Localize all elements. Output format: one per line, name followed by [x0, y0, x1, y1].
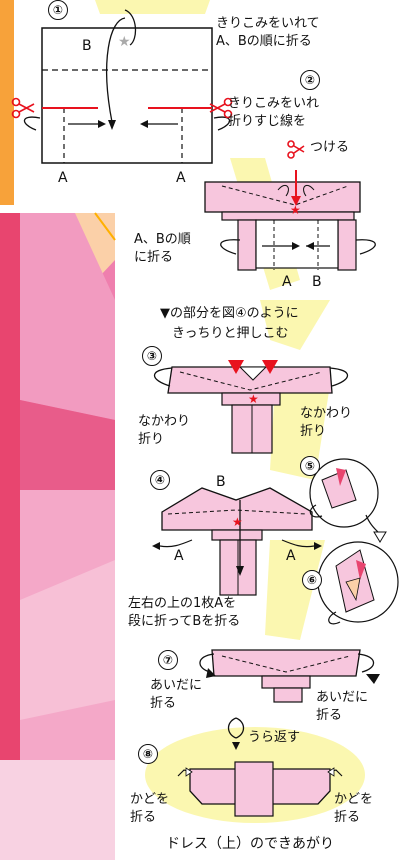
- zoom-circle-5: [309, 458, 387, 543]
- fold-letter-a-step4-left: A: [174, 548, 184, 564]
- aida-left-line2: 折る: [150, 696, 177, 711]
- step3-piece: ★: [153, 360, 349, 454]
- step-number-6: ⑥: [302, 570, 322, 590]
- ab-order-line1: A、Bの順: [134, 232, 191, 247]
- nakawari-left-line1: なかわり: [138, 414, 191, 429]
- svg-text:★: ★: [290, 203, 301, 217]
- step2-text-line1: きりこみをいれ: [228, 96, 320, 111]
- finished-caption: ドレス（上）のできあがり: [166, 836, 334, 852]
- zoom-circle-6: [317, 541, 399, 625]
- flip-arrow: [227, 717, 245, 750]
- step1-square: ★: [11, 9, 233, 164]
- step3-note-line2: きっちりと押しこむ: [172, 326, 289, 341]
- fold-letter-a-step2: A: [282, 274, 292, 290]
- nakawari-right-line2: 折り: [300, 424, 327, 439]
- kado-left-line2: 折る: [130, 810, 157, 825]
- svg-text:★: ★: [248, 392, 259, 406]
- step7-piece: [199, 649, 380, 703]
- step-number-5: ⑤: [300, 456, 320, 476]
- step2-text-line3: つける: [310, 140, 350, 155]
- step1-text-line1: きりこみをいれて: [216, 16, 320, 31]
- ab-order-line2: に折る: [134, 250, 174, 265]
- step-number-7: ⑦: [158, 650, 178, 670]
- fold-letter-a-left: A: [58, 170, 68, 186]
- fold-letter-a-step4-right: A: [286, 548, 296, 564]
- nakawari-left-line2: 折り: [138, 432, 165, 447]
- step2-text-line2: 折りすじ線を: [228, 114, 307, 129]
- step4-note-line2: 段に折ってBを折る: [128, 614, 241, 629]
- fold-letter-a-right: A: [176, 170, 186, 186]
- step-number-2: ②: [300, 70, 320, 90]
- fold-letter-b: B: [82, 38, 92, 54]
- flip-over-label: うら返す: [248, 730, 301, 745]
- nakawari-right-line1: なかわり: [300, 406, 353, 421]
- fold-letter-b-step2: B: [312, 274, 322, 290]
- step4-note-line1: 左右の上の1枚Aを: [128, 596, 237, 611]
- kado-right-line2: 折る: [334, 810, 361, 825]
- svg-text:★: ★: [118, 34, 131, 50]
- step-number-1: ①: [48, 0, 68, 20]
- aida-right-line1: あいだに: [316, 690, 369, 705]
- step-number-8: ⑧: [138, 744, 158, 764]
- svg-text:★: ★: [232, 515, 243, 529]
- side-panel-art: [0, 212, 116, 860]
- aida-left-line1: あいだに: [150, 678, 203, 693]
- kado-left-line1: かどを: [130, 792, 170, 807]
- step-number-4: ④: [150, 470, 170, 490]
- step1-text-line2: A、Bの順に折る: [216, 34, 312, 49]
- kado-right-line1: かどを: [334, 792, 374, 807]
- orange-edge-bar: [0, 0, 14, 205]
- step3-note-line1: ▼の部分を図④のように: [160, 306, 299, 321]
- fold-letter-b-step4: B: [216, 474, 226, 490]
- step8-piece: [177, 761, 343, 817]
- aida-right-line2: 折る: [316, 708, 343, 723]
- step4-piece: ★: [152, 487, 322, 596]
- step2-piece: ★: [204, 140, 376, 271]
- step-number-3: ③: [142, 346, 162, 366]
